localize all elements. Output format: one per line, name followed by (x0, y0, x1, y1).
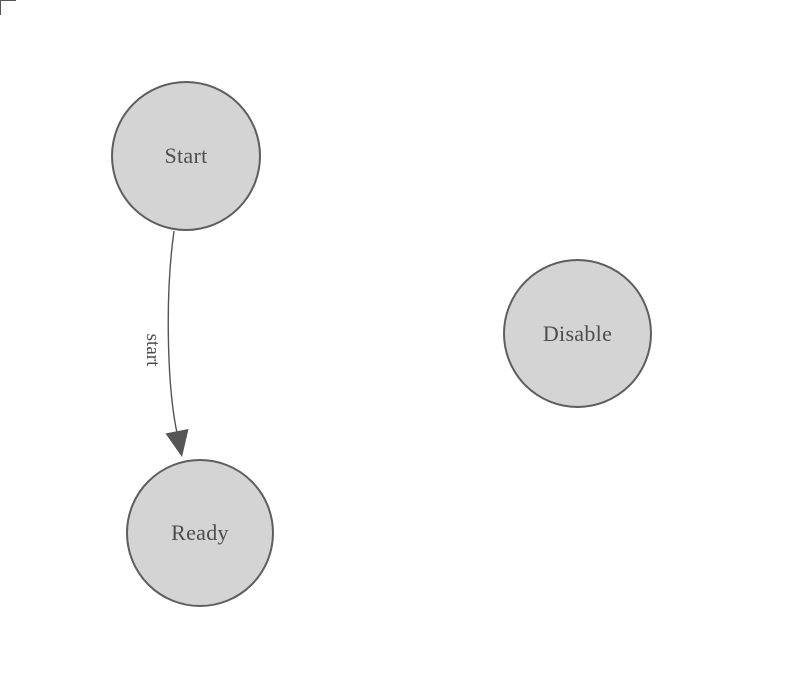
transition-edge-start-to-ready[interactable] (167, 230, 178, 434)
state-node-ready-label: Ready (171, 520, 229, 545)
state-node-start-label: Start (164, 143, 208, 168)
canvas-corner-mark (0, 0, 16, 15)
state-node-ready[interactable]: Ready (126, 459, 274, 607)
edge-label-start-transition: start (142, 333, 163, 367)
edge-arrowhead-icon (165, 429, 189, 457)
state-node-disable[interactable]: Disable (503, 259, 652, 408)
state-node-start[interactable]: Start (111, 81, 261, 231)
state-node-disable-label: Disable (542, 320, 613, 346)
